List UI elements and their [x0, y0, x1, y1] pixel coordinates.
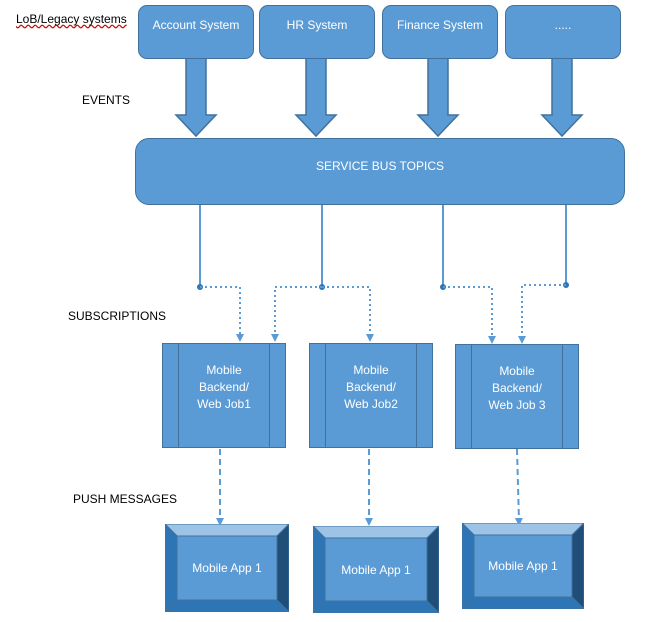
subscription-connector-2	[271, 286, 322, 342]
subscription-connector-5	[518, 284, 566, 344]
system-box-other: .....	[505, 5, 621, 59]
web-job-box-3: Mobile Backend/ Web Job 3	[455, 344, 579, 449]
service-bus-label: SERVICE BUS TOPICS	[315, 159, 445, 173]
web-job-label-2: Mobile Backend/ Web Job2	[344, 363, 398, 411]
mobile-app-label-1: Mobile App 1	[192, 561, 262, 575]
event-arrow-hr	[294, 57, 338, 138]
system-label-account: Account System	[152, 18, 240, 32]
service-bus-topics: SERVICE BUS TOPICS	[135, 138, 625, 205]
event-arrow-finance	[416, 57, 460, 138]
event-arrow-other	[540, 57, 584, 138]
web-job-side-bar	[163, 344, 179, 447]
system-label-hr: HR System	[286, 18, 348, 32]
bevel-shape	[462, 523, 584, 609]
web-job-label-1: Mobile Backend/ Web Job1	[197, 363, 251, 411]
web-job-side-bar	[416, 344, 432, 447]
mobile-app-label-3: Mobile App 1	[488, 559, 558, 573]
mobile-app-box-3: Mobile App 1	[462, 523, 584, 609]
web-job-box-1: Mobile Backend/ Web Job1	[162, 343, 286, 448]
mobile-app-label-2: Mobile App 1	[341, 562, 411, 577]
system-label-other: .....	[554, 18, 572, 32]
bevel-shape	[313, 526, 439, 613]
subscription-connector-3	[322, 286, 374, 342]
events-label: EVENTS	[82, 93, 131, 107]
web-job-side-bar	[310, 344, 326, 447]
push-messages-label: PUSH MESSAGES	[73, 492, 178, 506]
web-job-box-2: Mobile Backend/ Web Job2	[309, 343, 433, 448]
mobile-app-box-1: Mobile App 1	[165, 524, 289, 612]
system-label-finance: Finance System	[396, 18, 484, 32]
event-arrow-account	[174, 57, 218, 138]
system-box-account: Account System	[138, 5, 254, 59]
push-connector-3	[514, 448, 523, 526]
subscription-connector-1	[200, 286, 244, 342]
subscriptions-label: SUBSCRIPTIONS	[68, 309, 167, 323]
web-job-side-bar	[456, 345, 472, 448]
mobile-app-box-2: Mobile App 1	[313, 526, 439, 613]
lob-legacy-label: LoB/Legacy systems	[16, 12, 127, 26]
bevel-shape	[165, 524, 289, 612]
web-job-side-bar	[562, 345, 578, 448]
system-box-finance: Finance System	[382, 5, 498, 59]
system-box-hr: HR System	[259, 5, 375, 59]
web-job-label-3: Mobile Backend/ Web Job 3	[488, 364, 546, 412]
web-job-side-bar	[269, 344, 285, 447]
subscription-connector-4	[443, 286, 496, 344]
